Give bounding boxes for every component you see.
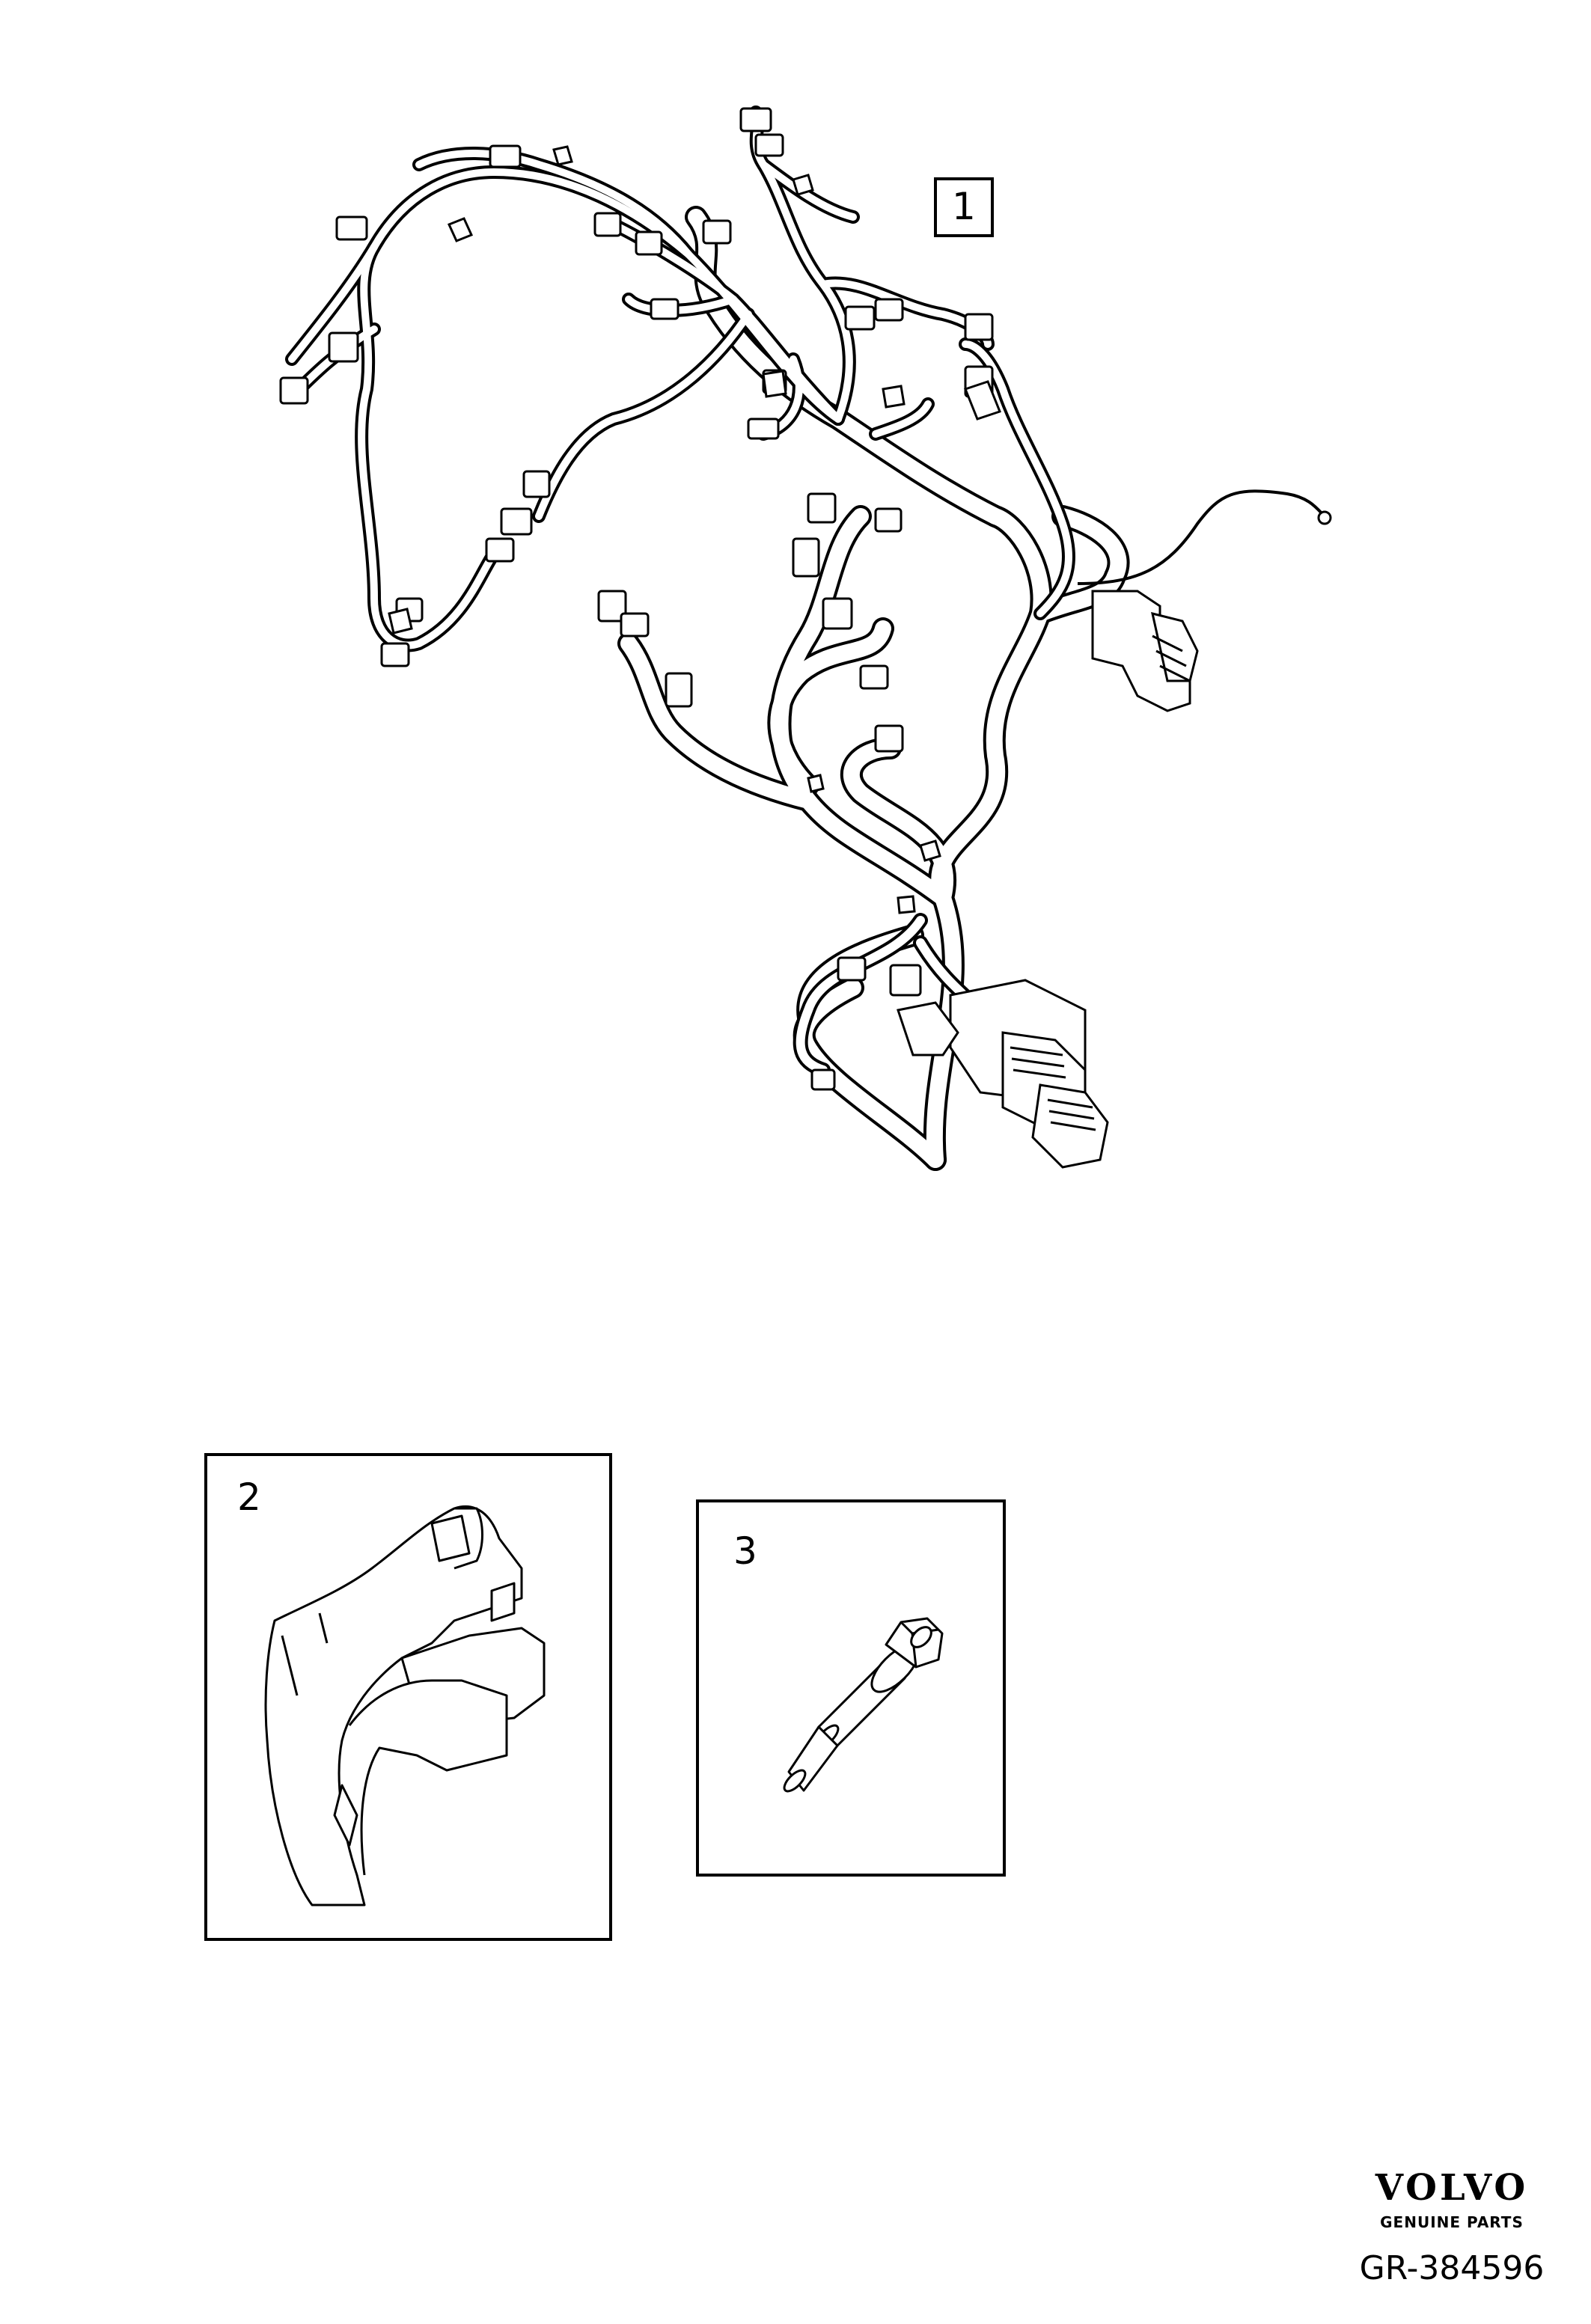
- callout-number-2: 2: [237, 1476, 261, 1519]
- bracket-panel: 2: [204, 1453, 612, 1941]
- volvo-logo: VOLVO GENUINE PARTS: [1340, 2170, 1564, 2231]
- bracket-drawing: [264, 1505, 546, 1906]
- brand-name: VOLVO: [1375, 2167, 1529, 2209]
- drawing-reference: GR-384596: [1359, 2249, 1545, 2287]
- bolt-panel: 3: [696, 1499, 1006, 1877]
- callout-number-3: 3: [733, 1529, 757, 1573]
- callout-number-1: 1: [952, 185, 976, 228]
- bolt-drawing: [783, 1617, 944, 1793]
- brand-tagline: GENUINE PARTS: [1380, 2213, 1524, 2231]
- callout-box-1: 1: [934, 177, 994, 237]
